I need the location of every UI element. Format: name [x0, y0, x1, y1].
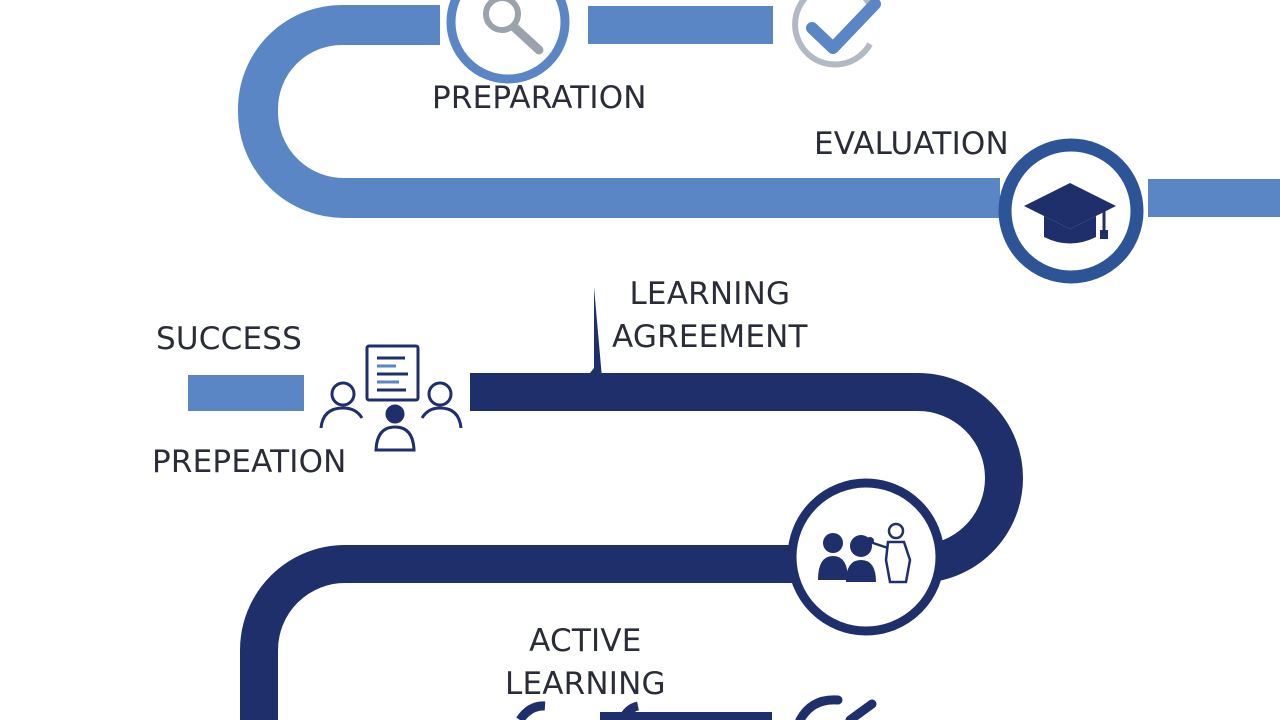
node-evaluation: [998, 138, 1144, 284]
path-segment-bottom-middle: [600, 712, 772, 720]
label-evaluation: EVALUATION: [814, 126, 1009, 162]
path-segment-bottom-middle-cap: [617, 701, 640, 720]
label-preparation: PREPARATION: [432, 80, 647, 116]
node-active-learning: [795, 695, 877, 720]
label-prepeation: PREPEATION: [152, 444, 347, 480]
path-segment-top: [237, 4, 1000, 219]
checkmark-icon: [795, 695, 843, 720]
magnifier-icon: [483, 0, 544, 55]
label-active-learning-line2: LEARNING: [505, 666, 666, 702]
label-learning-agreement-line2: AGREEMENT: [612, 319, 808, 355]
checkmark-ring: [792, 0, 873, 68]
node-group: [787, 478, 945, 636]
path-segment-top-middle: [588, 6, 773, 44]
checkmark-icon: [806, 0, 881, 54]
label-active-learning-line1: ACTIVE: [529, 623, 642, 659]
path-segment-bottom: [240, 373, 1024, 720]
label-success: SUCCESS: [156, 321, 303, 357]
label-learning-agreement-line1: LEARNING: [629, 276, 791, 312]
label-active-learning: ACTIVE LEARNING: [505, 620, 666, 706]
team-document-icon: [319, 344, 463, 452]
group-presenter-icon: [818, 522, 912, 584]
path-segment-success: [188, 375, 304, 411]
label-learning-agreement: LEARNING AGREEMENT: [612, 273, 808, 359]
node-checkmark-top: [792, 0, 881, 68]
path-segment-right-end: [1148, 179, 1280, 217]
graduation-cap-icon: [1024, 183, 1116, 244]
node-preparation: [446, 0, 570, 84]
learning-agreement-pointer: [586, 287, 602, 378]
path-segment-bottom-left: [516, 701, 546, 720]
